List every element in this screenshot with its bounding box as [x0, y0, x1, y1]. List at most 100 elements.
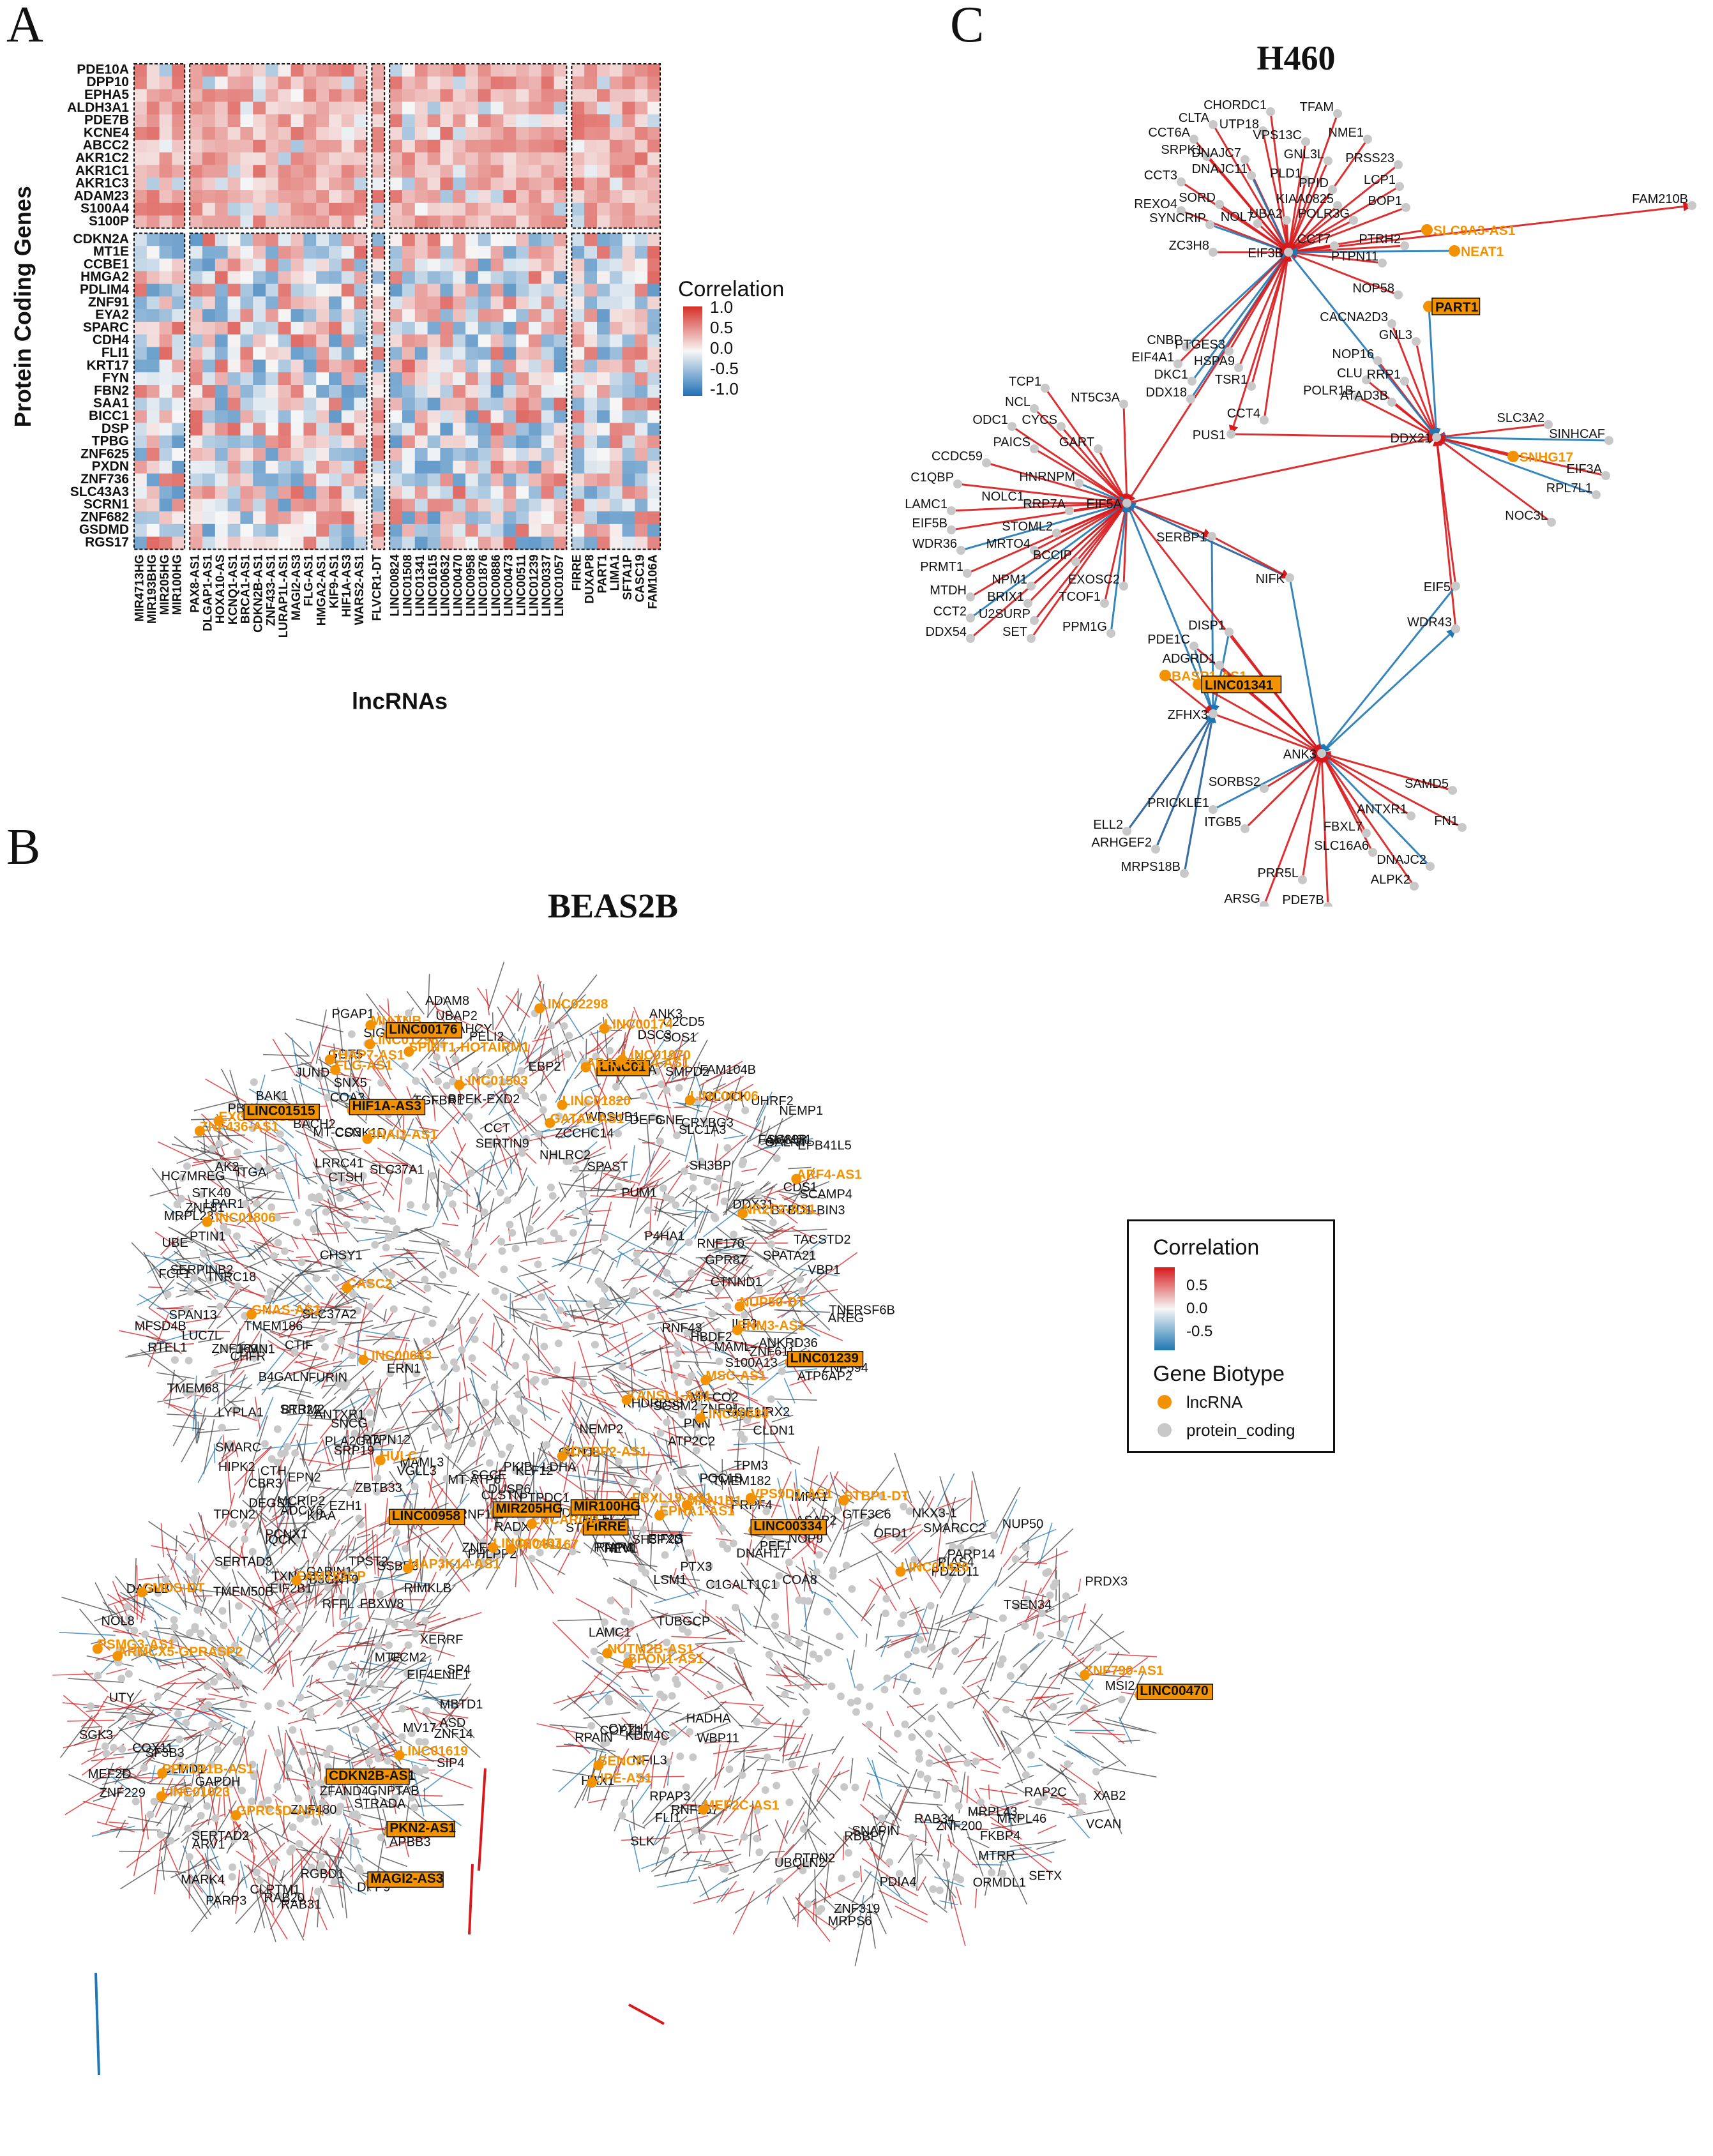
protein-node[interactable] — [661, 1500, 669, 1508]
protein-node[interactable] — [1027, 582, 1036, 591]
protein-node[interactable] — [132, 1797, 140, 1805]
protein-node[interactable] — [101, 1742, 109, 1751]
protein-node[interactable] — [178, 1173, 186, 1182]
protein-node[interactable] — [527, 1555, 536, 1563]
protein-node[interactable] — [347, 1030, 356, 1038]
protein-node[interactable] — [273, 1214, 282, 1222]
protein-node[interactable] — [1378, 259, 1387, 268]
protein-node[interactable] — [471, 1066, 479, 1074]
lncrna-node[interactable] — [1421, 224, 1433, 236]
protein-node[interactable] — [86, 1702, 94, 1710]
protein-node[interactable] — [430, 1642, 438, 1650]
protein-node[interactable] — [540, 1343, 548, 1351]
protein-node[interactable] — [361, 1216, 369, 1224]
protein-node[interactable] — [566, 1157, 574, 1165]
protein-node[interactable] — [517, 1484, 525, 1493]
protein-node[interactable] — [486, 1069, 494, 1077]
protein-node[interactable] — [275, 1537, 283, 1545]
protein-node[interactable] — [947, 525, 956, 534]
protein-node[interactable] — [371, 1723, 379, 1731]
protein-node[interactable] — [723, 1302, 732, 1311]
protein-node[interactable] — [479, 1558, 487, 1567]
protein-node[interactable] — [444, 1442, 452, 1450]
protein-node[interactable] — [534, 1260, 542, 1269]
protein-node[interactable] — [1030, 444, 1039, 453]
protein-node[interactable] — [291, 1449, 299, 1458]
protein-node[interactable] — [488, 1138, 496, 1147]
protein-node[interactable] — [242, 1521, 250, 1530]
protein-node[interactable] — [140, 1764, 148, 1772]
protein-node[interactable] — [1260, 416, 1269, 425]
protein-node[interactable] — [389, 1305, 398, 1313]
protein-node[interactable] — [316, 1779, 324, 1787]
protein-node[interactable] — [522, 1135, 530, 1143]
protein-node[interactable] — [755, 1286, 764, 1295]
protein-node[interactable] — [277, 1450, 285, 1458]
protein-node[interactable] — [494, 1550, 502, 1558]
protein-node[interactable] — [796, 1276, 804, 1284]
protein-node[interactable] — [411, 1804, 419, 1812]
protein-node[interactable] — [1209, 248, 1218, 257]
protein-node[interactable] — [644, 1206, 652, 1214]
protein-node[interactable] — [125, 1614, 133, 1622]
protein-node[interactable] — [231, 1405, 239, 1413]
protein-node[interactable] — [534, 1130, 543, 1138]
protein-node[interactable] — [497, 1450, 506, 1458]
protein-node[interactable] — [1687, 201, 1696, 210]
protein-node[interactable] — [1328, 185, 1337, 194]
protein-node[interactable] — [203, 1802, 211, 1810]
protein-node[interactable] — [1173, 359, 1182, 368]
protein-node[interactable] — [342, 1221, 351, 1229]
protein-node[interactable] — [672, 1201, 680, 1209]
protein-node[interactable] — [170, 1356, 179, 1364]
protein-node[interactable] — [1401, 203, 1410, 212]
protein-node[interactable] — [423, 1284, 432, 1292]
protein-node[interactable] — [398, 1733, 406, 1741]
protein-node[interactable] — [341, 1255, 349, 1263]
protein-node[interactable] — [538, 1293, 546, 1301]
protein-node[interactable] — [494, 1417, 502, 1426]
protein-node[interactable] — [1400, 241, 1409, 250]
protein-node[interactable] — [150, 1797, 158, 1805]
protein-node[interactable] — [697, 1157, 706, 1166]
protein-node[interactable] — [711, 1183, 719, 1191]
protein-node[interactable] — [1426, 862, 1435, 871]
protein-node[interactable] — [407, 1729, 416, 1737]
protein-node[interactable] — [730, 1230, 738, 1239]
protein-node[interactable] — [268, 1203, 276, 1211]
protein-node[interactable] — [238, 1786, 246, 1795]
protein-node[interactable] — [1298, 875, 1307, 884]
protein-node[interactable] — [359, 1680, 367, 1688]
protein-node[interactable] — [442, 1082, 451, 1090]
protein-node[interactable] — [133, 1649, 142, 1657]
protein-node[interactable] — [275, 1172, 283, 1180]
protein-node[interactable] — [715, 1471, 723, 1479]
protein-node[interactable] — [472, 1097, 480, 1105]
protein-node[interactable] — [335, 1700, 343, 1708]
protein-node[interactable] — [203, 1682, 211, 1690]
protein-node[interactable] — [778, 1367, 786, 1375]
protein-node[interactable] — [250, 1772, 259, 1781]
protein-node[interactable] — [215, 1231, 223, 1239]
protein-node[interactable] — [215, 1140, 223, 1148]
protein-node[interactable] — [422, 1202, 430, 1210]
protein-node[interactable] — [235, 1679, 243, 1687]
protein-node[interactable] — [316, 1852, 324, 1860]
protein-node[interactable] — [404, 1641, 412, 1649]
protein-node[interactable] — [1387, 398, 1396, 407]
protein-node[interactable] — [1215, 200, 1224, 209]
protein-node[interactable] — [1330, 241, 1339, 250]
protein-node[interactable] — [1030, 546, 1039, 555]
protein-node[interactable] — [331, 1274, 340, 1282]
protein-node[interactable] — [442, 1474, 451, 1482]
protein-node[interactable] — [1030, 616, 1039, 625]
protein-node[interactable] — [630, 1286, 638, 1295]
protein-node[interactable] — [1601, 471, 1610, 480]
protein-node[interactable] — [412, 1369, 420, 1378]
protein-node[interactable] — [431, 1423, 439, 1431]
protein-node[interactable] — [1215, 661, 1224, 670]
protein-node[interactable] — [653, 1289, 661, 1297]
protein-node[interactable] — [543, 1441, 551, 1449]
protein-node[interactable] — [404, 1177, 412, 1185]
protein-node[interactable] — [276, 1700, 285, 1708]
